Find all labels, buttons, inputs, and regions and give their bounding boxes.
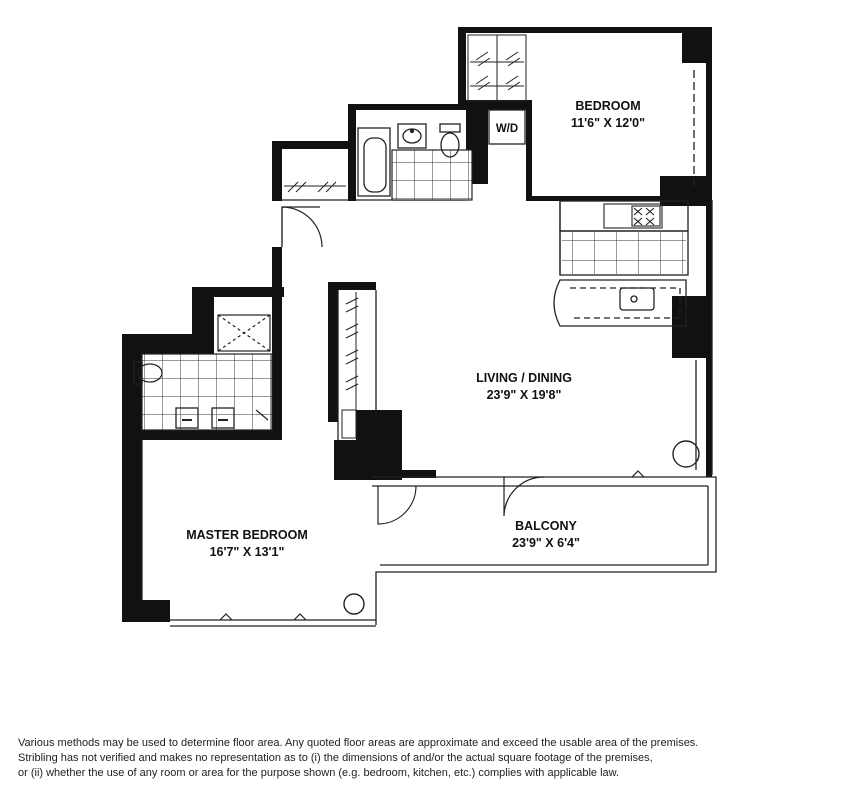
room-master-bedroom: MASTER BEDROOM 16'7" X 13'1" <box>186 528 308 559</box>
kitchen-island-icon <box>553 279 687 327</box>
washer-dryer-label: W/D <box>496 123 518 135</box>
wardrobe-hangers-icon <box>341 292 359 439</box>
room-name: BALCONY <box>515 519 577 533</box>
stove-icon <box>603 203 663 229</box>
floor-plan: W/D <box>122 27 717 627</box>
disclaimer-line: or (ii) whether the use of any room or a… <box>18 767 620 779</box>
disclaimer-line: Stribling has not verified and makes no … <box>18 752 653 764</box>
room-dimensions: 23'9" X 19'8" <box>487 388 562 402</box>
room-dimensions: 16'7" X 13'1" <box>210 545 285 559</box>
closet-hangers-icon <box>467 34 527 102</box>
washer-dryer: W/D <box>488 109 526 145</box>
bathtub-icon <box>357 127 391 197</box>
sink-icon <box>397 123 427 149</box>
master-toilet-icon <box>133 361 163 385</box>
toilet-icon <box>439 123 461 158</box>
column-icon <box>343 593 365 615</box>
room-name: BEDROOM <box>575 99 640 113</box>
vanity-sinks-icon <box>175 407 235 429</box>
room-name: LIVING / DINING <box>476 371 572 385</box>
room-balcony: BALCONY 23'9" X 6'4" <box>512 519 580 550</box>
room-living-dining: LIVING / DINING 23'9" X 19'8" <box>476 371 572 402</box>
thin-walls <box>141 70 717 627</box>
room-dimensions: 11'6" X 12'0" <box>571 116 645 130</box>
room-name: MASTER BEDROOM <box>186 528 308 542</box>
entry-closet-hangers-icon <box>284 181 346 193</box>
kitchen-tile-floor <box>562 232 686 274</box>
disclaimer: Various methods may be used to determine… <box>18 736 843 781</box>
shower-icon <box>217 314 271 352</box>
room-bedroom: BEDROOM 11'6" X 12'0" <box>571 99 645 130</box>
disclaimer-line: Various methods may be used to determine… <box>18 737 699 749</box>
bathroom-tile-floor <box>391 149 473 201</box>
master-bath-tile-floor <box>141 353 273 431</box>
room-dimensions: 23'9" X 6'4" <box>512 536 580 550</box>
door-swings <box>219 206 645 621</box>
column-icon <box>672 440 700 468</box>
